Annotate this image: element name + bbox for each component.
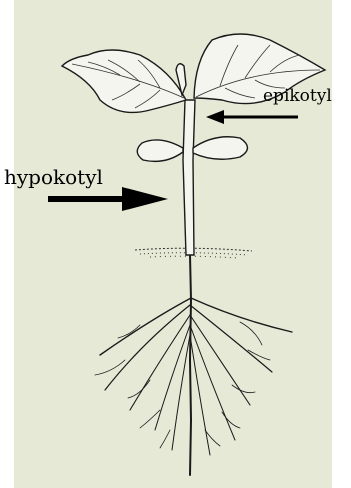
stem (183, 100, 195, 255)
epicotyl-label: epikotyl (263, 88, 332, 105)
hypocotyl-label: hypokotyl (4, 167, 103, 187)
